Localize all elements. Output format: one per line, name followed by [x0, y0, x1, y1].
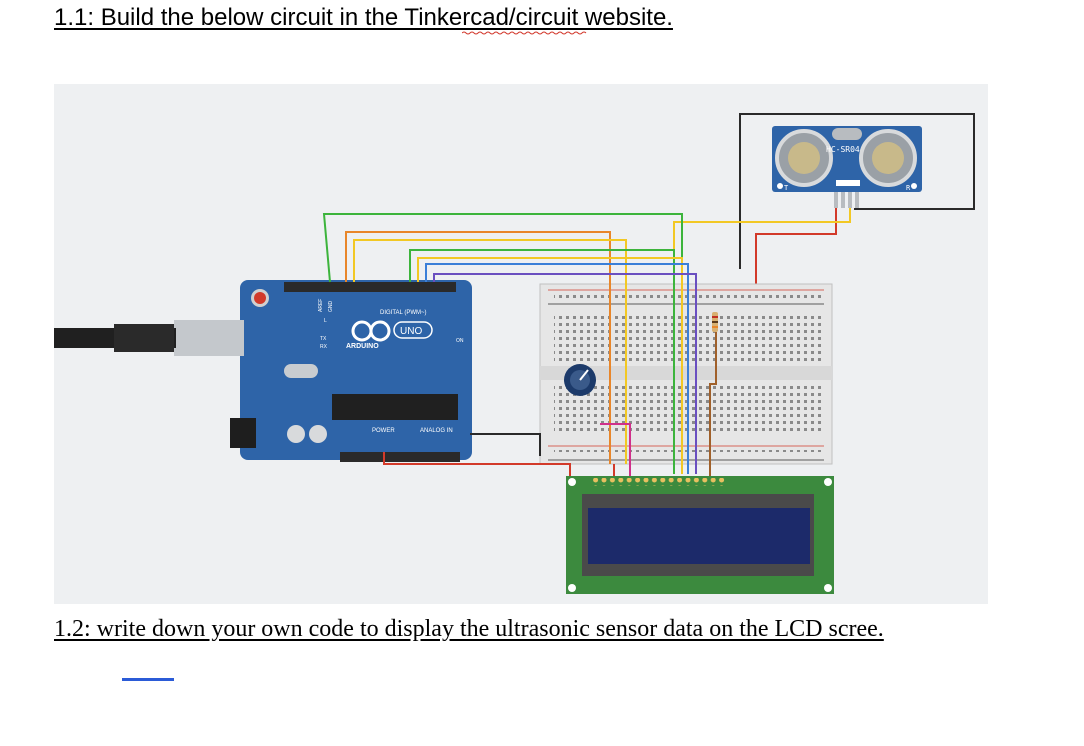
wire-green-top: [322, 213, 683, 283]
arduino-analog-label: ANALOG IN: [420, 428, 453, 434]
arduino-tx-label: TX: [320, 336, 327, 342]
arduino-rx-label: RX: [320, 344, 328, 350]
wire-yellow-2: [417, 257, 683, 474]
wire-orange-1: [345, 231, 611, 464]
sensor-label: HC-SR04: [826, 145, 860, 154]
heading-1-2-text: 1.2: write down your own code to display…: [54, 616, 884, 642]
ultrasonic-sensor: HC-SR04 T R: [772, 126, 922, 208]
arduino-uno: ARDUINO UNO DIGITAL (PWM~) POWER ANALOG …: [54, 280, 472, 462]
sensor-echo-wire: [673, 208, 851, 269]
heading-1-2: 1.2: write down your own code to display…: [54, 612, 1014, 646]
wire-black-gnd: [470, 433, 541, 456]
heading-1-1: 1.1: Build the below circuit in the Tink…: [54, 4, 673, 31]
arduino-l-label: L: [324, 318, 327, 324]
lcd-display: [566, 476, 834, 594]
sensor-t-label: T: [784, 184, 789, 192]
spellcheck-squiggle: [462, 31, 587, 35]
wire-green-2: [409, 249, 675, 474]
arduino-brand: ARDUINO: [346, 343, 379, 350]
wire-purple: [433, 273, 697, 474]
sensor-vcc-wire: [755, 208, 837, 294]
arduino-gnd-label: GND: [328, 301, 334, 313]
sensor-r-label: R: [906, 184, 911, 192]
arduino-model: UNO: [400, 326, 422, 337]
wire-pink: [600, 423, 631, 476]
wire-brown: [709, 332, 717, 476]
wire-blue: [425, 263, 689, 474]
resistor: [712, 312, 718, 332]
spellcheck-underline: [122, 678, 174, 681]
arduino-digital-label: DIGITAL (PWM~): [380, 310, 427, 316]
arduino-on-label: ON: [456, 338, 464, 344]
arduino-aref-label: AREF: [318, 299, 324, 312]
arduino-power-label: POWER: [372, 428, 395, 434]
wire-yellow-1: [353, 239, 627, 464]
circuit-diagram: HC-SR04 T R ARDUINO UNO DIGITAL (PWM~) P…: [54, 84, 988, 604]
potentiometer: [564, 364, 596, 396]
sensor-loop-wire: [739, 113, 975, 269]
